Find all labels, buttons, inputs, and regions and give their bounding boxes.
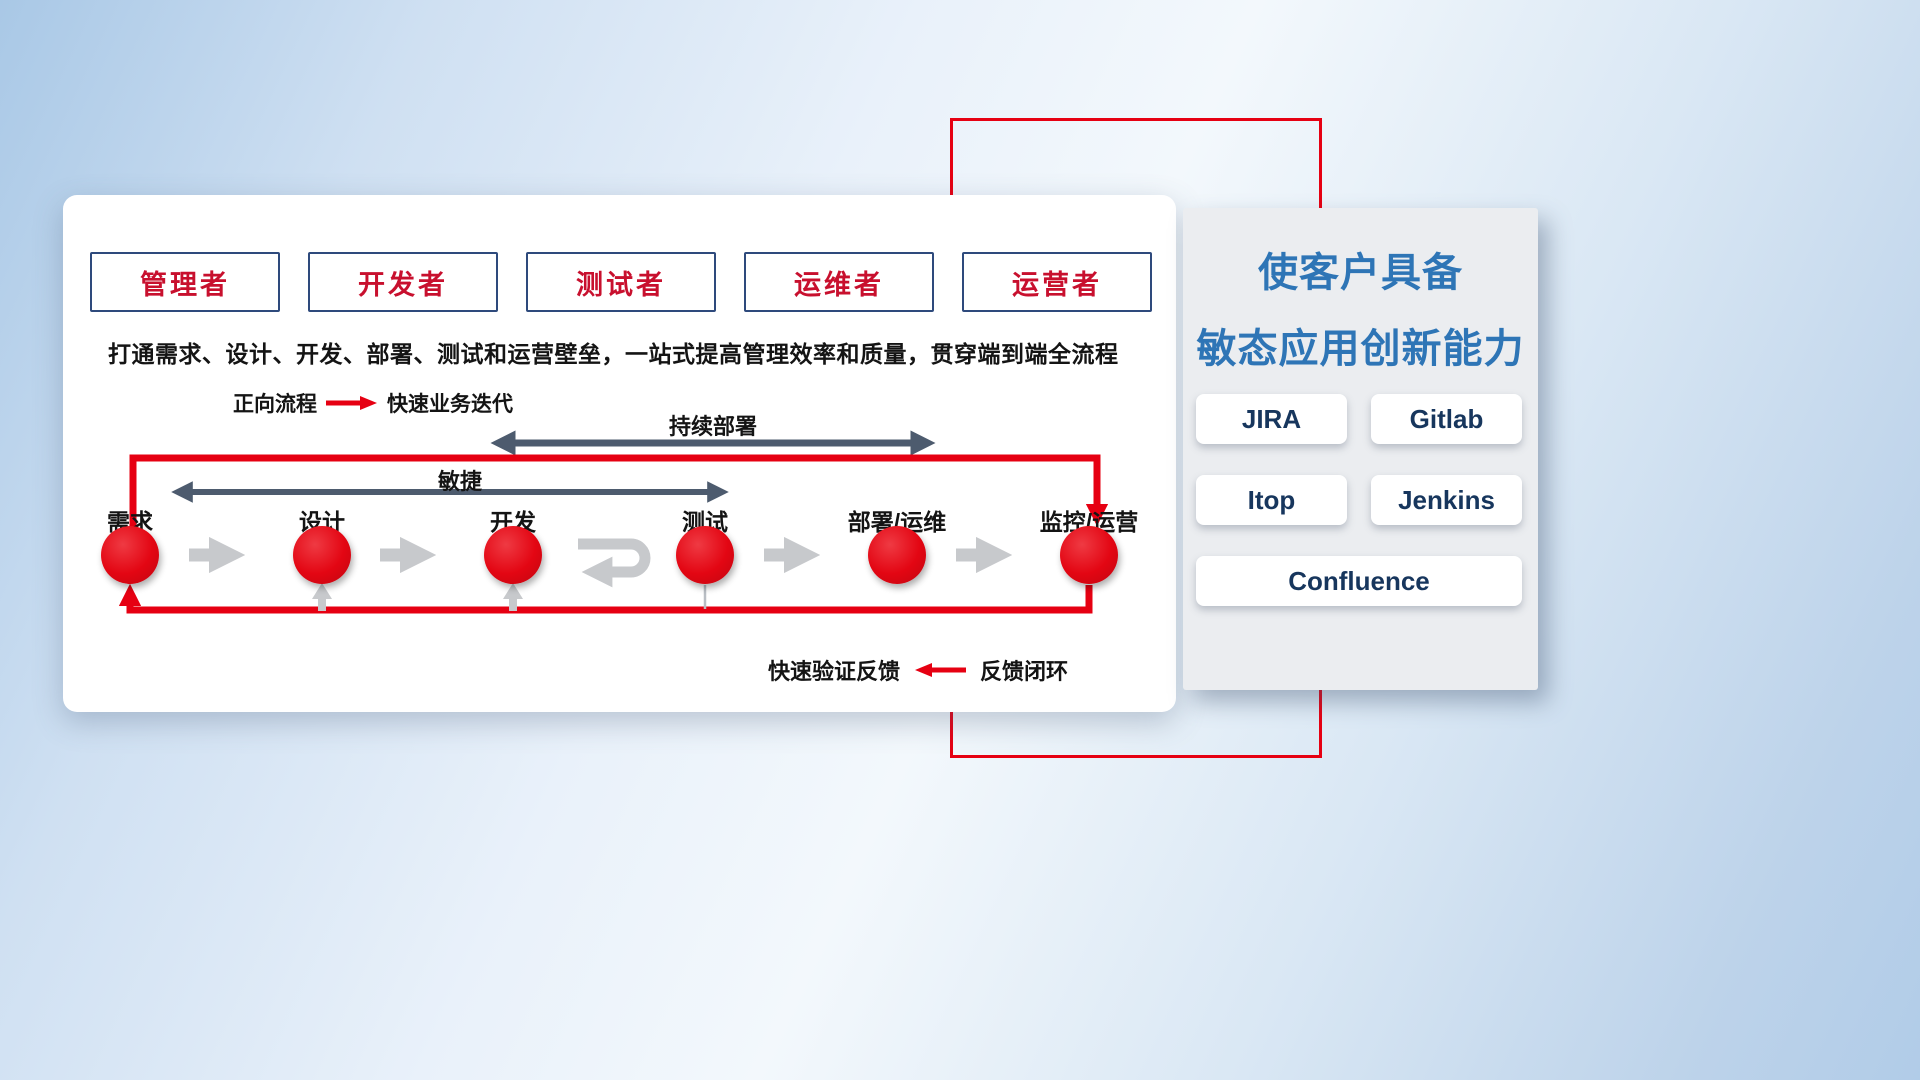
node-dev	[484, 526, 542, 584]
legend-forward-value: 快速业务迭代	[387, 393, 513, 416]
panel-title-line1: 使客户具备	[1258, 251, 1463, 295]
tools-grid: JIRA Gitlab Itop Jenkins Confluence	[1196, 394, 1522, 606]
forward-arrow-icon	[326, 396, 377, 410]
node-test	[676, 526, 734, 584]
capability-panel: 使客户具备 敏态应用创新能力 JIRA Gitlab Itop Jenkins …	[1183, 208, 1538, 690]
legend-feedback-label: 快速验证反馈	[768, 659, 901, 684]
legend-forward-label: 正向流程	[233, 393, 317, 416]
legend-feedback: 快速验证反馈 反馈闭环	[768, 654, 1068, 686]
tool-confluence: Confluence	[1196, 556, 1522, 606]
agile-label: 敏捷	[437, 469, 483, 494]
legend-feedback-value: 反馈闭环	[980, 659, 1069, 684]
node-design	[293, 526, 351, 584]
role-box-tester: 测试者	[526, 252, 716, 312]
feedback-up-arrow-dev	[503, 583, 523, 599]
node-requirement	[101, 526, 159, 584]
feedback-loop-line	[118, 583, 1093, 614]
tool-itop: Itop	[1196, 475, 1347, 525]
forward-loop-line	[129, 454, 1109, 528]
node-monitor	[1060, 526, 1118, 584]
panel-title-line2: 敏态应用创新能力	[1196, 327, 1525, 371]
node-deploy-ops	[868, 526, 926, 584]
feedback-up-arrow-design	[312, 583, 332, 599]
role-box-manager: 管理者	[90, 252, 280, 312]
tool-jira: JIRA	[1196, 394, 1347, 444]
role-box-ops: 运维者	[744, 252, 934, 312]
role-box-developer: 开发者	[308, 252, 498, 312]
description-text: 打通需求、设计、开发、部署、测试和运营壁垒，一站式提高管理效率和质量，贯穿端到端…	[108, 341, 1119, 367]
continuous-deploy-label: 持续部署	[668, 414, 758, 439]
tool-jenkins: Jenkins	[1371, 475, 1522, 525]
devops-flow-card: 管理者 开发者 测试者 运维者 运营者 打通需求、设计、开发、部署、测试和运营壁…	[63, 195, 1176, 712]
tool-gitlab: Gitlab	[1371, 394, 1522, 444]
feedback-arrow-icon	[915, 663, 967, 677]
role-box-operation: 运营者	[962, 252, 1152, 312]
legend-forward: 正向流程 快速业务迭代	[233, 388, 513, 418]
roles-row: 管理者 开发者 测试者 运维者 运营者	[90, 252, 1152, 312]
iteration-loop-icon	[578, 538, 651, 588]
